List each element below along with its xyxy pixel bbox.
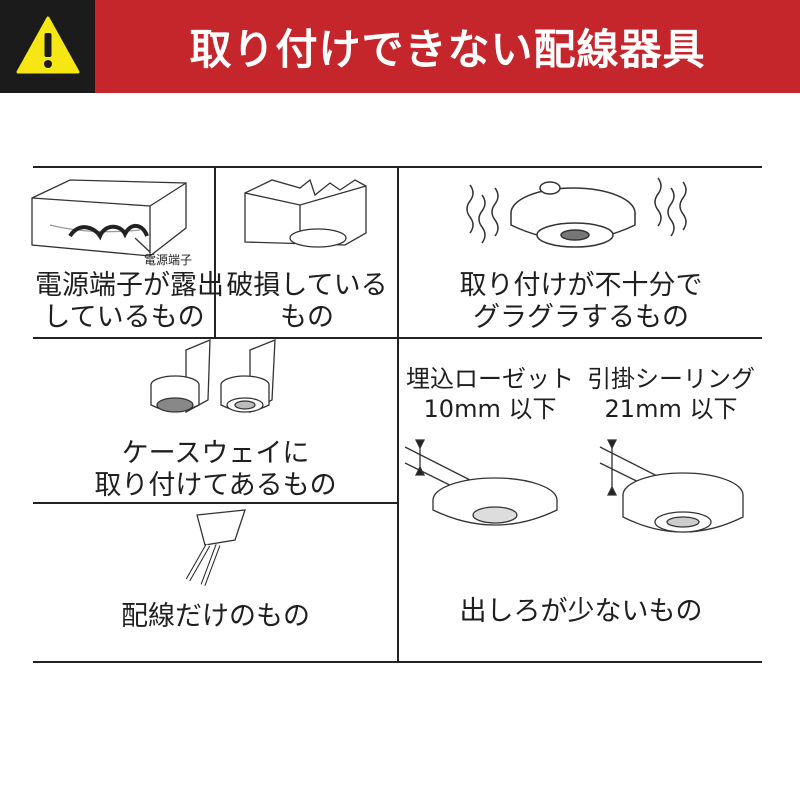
rosette-line2: 10mm 以下 (423, 395, 557, 423)
ceiling-label: 引掛シーリング 21mm 以下 (580, 364, 762, 424)
warning-box (0, 0, 95, 93)
caseway-illustration (150, 339, 276, 414)
wiring-only-illustration (185, 509, 246, 586)
short-protrusion-illustration (404, 439, 744, 533)
caseway-label: ケースウェイに 取り付けてあるもの (33, 438, 398, 502)
header: 取り付けできない配線器具 (0, 0, 800, 93)
terminal-callout: 電源端子 (144, 253, 193, 267)
exposed-terminal-label: 電源端子が露出 しているもの (35, 270, 224, 334)
loose-line1: 取り付けが不十分で (459, 270, 703, 301)
title-bar: 取り付けできない配線器具 (95, 0, 800, 93)
wiring-only-label: 配線だけのもの (121, 601, 310, 632)
loose-line2: グラグラするもの (473, 302, 689, 333)
loose-label: 取り付けが不十分で グラグラするもの (400, 270, 762, 334)
exposed-terminal-line2: しているもの (43, 302, 205, 333)
warning-triangle-icon (16, 16, 80, 74)
damaged-box-illustration (244, 178, 367, 248)
short-protrusion-caption: 出しろが少ないもの (459, 596, 703, 627)
exposed-terminal-line1: 電源端子が露出 (35, 270, 224, 301)
exposed-terminal-illustration (31, 179, 187, 257)
caseway-line1: ケースウェイに (121, 438, 310, 469)
damaged-line1: 破損している (226, 270, 388, 301)
caseway-line2: 取り付けてあるもの (94, 470, 337, 501)
loose-fitting-illustration (466, 177, 687, 248)
ceiling-line1: 引掛シーリング (587, 365, 755, 393)
damaged-label: 破損している もの (217, 270, 397, 334)
ceiling-line2: 21mm 以下 (604, 395, 738, 423)
page-title: 取り付けできない配線器具 (189, 25, 706, 74)
damaged-line2: もの (280, 302, 334, 333)
rosette-label: 埋込ローゼット 10mm 以下 (400, 364, 580, 424)
rosette-line1: 埋込ローゼット (406, 365, 574, 393)
